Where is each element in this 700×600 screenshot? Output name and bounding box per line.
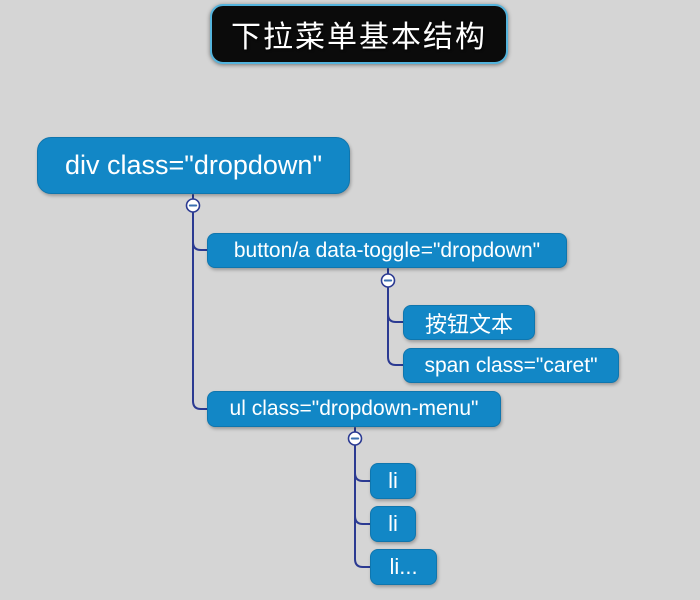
node-button-data-toggle[interactable]: button/a data-toggle="dropdown" <box>207 233 567 268</box>
node-label: li <box>388 468 398 493</box>
node-label: ul class="dropdown-menu" <box>229 397 479 420</box>
node-label: li <box>388 511 398 536</box>
collapse-toggle-ul[interactable] <box>347 431 363 446</box>
connector-line <box>192 211 208 410</box>
connector-line <box>387 286 404 366</box>
connector-line <box>354 472 371 482</box>
node-span-caret[interactable]: span class="caret" <box>403 348 619 383</box>
collapse-toggle-button[interactable] <box>380 273 396 288</box>
node-label: li... <box>389 554 418 579</box>
node-div-dropdown[interactable]: div class="dropdown" <box>37 137 350 194</box>
node-label: span class="caret" <box>424 353 598 377</box>
node-li-2[interactable]: li <box>370 506 416 542</box>
map-title-node[interactable]: 下拉菜单基本结构 <box>210 4 508 64</box>
node-li-1[interactable]: li <box>370 463 416 499</box>
connector-line <box>354 515 371 525</box>
collapse-toggle-root[interactable] <box>185 198 201 213</box>
connector-line <box>387 313 404 323</box>
node-li-more[interactable]: li... <box>370 549 437 585</box>
node-label: button/a data-toggle="dropdown" <box>233 238 541 262</box>
connector-line <box>192 241 208 251</box>
node-label: 按钮文本 <box>424 312 513 338</box>
node-label: div class="dropdown" <box>64 150 323 180</box>
node-button-text[interactable]: 按钮文本 <box>403 305 535 340</box>
connector-line <box>354 444 371 568</box>
map-title-label: 下拉菜单基本结构 <box>231 20 487 55</box>
node-ul-dropdown-menu[interactable]: ul class="dropdown-menu" <box>207 391 501 427</box>
